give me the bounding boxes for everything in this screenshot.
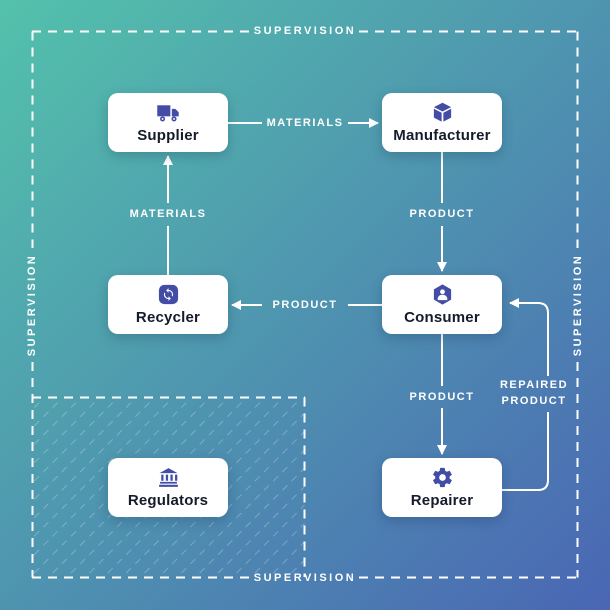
node-label: Regulators [127, 492, 209, 509]
edge-label-materials-left: MATERIALS [129, 208, 207, 220]
node-regulators: Regulators [108, 458, 228, 517]
node-label: Consumer [404, 309, 480, 326]
edge-repairer-consumer [502, 298, 549, 491]
supervision-border [31, 30, 579, 579]
truck-icon [156, 104, 179, 121]
supervision-label-right: SUPERVISION [572, 253, 584, 357]
edge-label-materials-top: MATERIALS [266, 117, 344, 129]
user-hexagon-icon [433, 284, 451, 305]
node-label: Supplier [137, 126, 199, 144]
supervision-label-left: SUPERVISION [26, 253, 38, 357]
edge-label-repaired-product: REPAIRED PRODUCT [499, 379, 569, 407]
node-supplier: Supplier [108, 93, 228, 152]
gear-icon [432, 467, 452, 488]
node-manufacturer: Manufacturer [382, 93, 502, 152]
bank-icon [158, 468, 178, 487]
node-label: Repairer [410, 492, 474, 509]
node-label: Recycler [135, 309, 201, 326]
node-consumer: Consumer [382, 275, 502, 334]
edge-label-product-top: PRODUCT [409, 208, 475, 220]
supervision-label-top: SUPERVISION [253, 25, 357, 37]
edge-label-product-bottom: PRODUCT [409, 391, 475, 403]
recycle-icon [158, 284, 178, 305]
node-repairer: Repairer [382, 458, 502, 517]
edge-label-product-middle: PRODUCT [272, 299, 338, 311]
flow-connectors [163, 118, 549, 491]
node-label: Manufacturer [393, 127, 491, 144]
supervision-label-bottom: SUPERVISION [253, 572, 357, 584]
cube-icon [433, 102, 451, 122]
node-recycler: Recycler [108, 275, 228, 334]
